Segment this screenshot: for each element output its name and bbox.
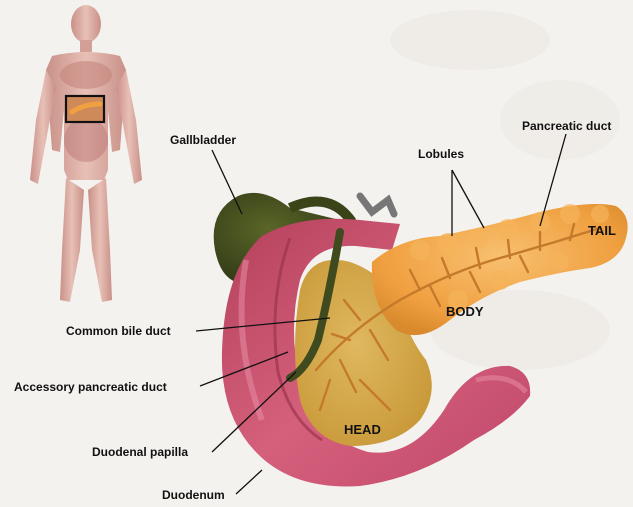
label-body: BODY — [446, 304, 484, 319]
label-common-bile-duct: Common bile duct — [66, 324, 171, 338]
label-pancreatic-duct: Pancreatic duct — [522, 119, 611, 133]
label-duodenal-papilla: Duodenal papilla — [92, 445, 188, 459]
label-gallbladder: Gallbladder — [170, 133, 236, 147]
label-lobules: Lobules — [418, 147, 464, 161]
label-accessory-pancreatic-duct: Accessory pancreatic duct — [14, 380, 167, 394]
label-head: HEAD — [344, 422, 381, 437]
label-tail: TAIL — [588, 223, 616, 238]
human-figure — [30, 5, 142, 302]
pancreas-location-box — [66, 96, 104, 122]
label-duodenum: Duodenum — [162, 488, 225, 502]
blood-vessels — [360, 196, 394, 214]
